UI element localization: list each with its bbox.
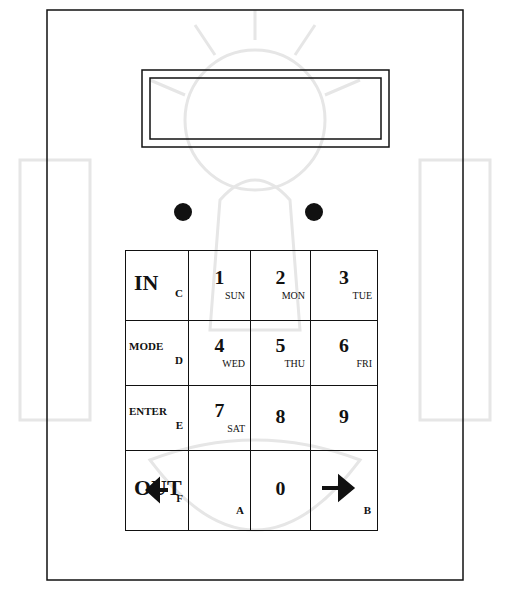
key-label: THU — [284, 359, 305, 369]
keypad-key: B — [310, 450, 378, 531]
keypad-key: 2MON — [250, 250, 311, 321]
key-label: C — [175, 288, 183, 299]
keypad-key: 5THU — [250, 320, 311, 386]
key-label: 2 — [251, 268, 310, 288]
key-label: FRI — [356, 359, 372, 369]
keypad-key: 0 — [250, 450, 311, 531]
keypad-key: IN C — [125, 250, 189, 321]
watermark — [20, 10, 490, 530]
keypad-key: MODE D — [125, 320, 189, 386]
key-label: 9 — [311, 407, 377, 427]
display-frame — [142, 70, 389, 147]
keypad-key: 8 — [250, 385, 311, 451]
key-label: SUN — [225, 291, 245, 301]
keypad-key: 9 — [310, 385, 378, 451]
key-label: SAT — [227, 424, 245, 434]
key-label: MON — [282, 291, 305, 301]
keypad-key: OUTF — [125, 450, 189, 531]
key-label: 8 — [251, 407, 310, 427]
key-label: ENTER — [129, 406, 167, 417]
key-label: IN — [134, 272, 158, 294]
keypad-key: 4WED — [188, 320, 251, 386]
key-label: D — [175, 355, 183, 366]
key-label: 3 — [311, 268, 377, 288]
led — [174, 203, 192, 221]
display-screen — [150, 78, 381, 139]
key-label: 0 — [251, 479, 310, 499]
keypad-key: 3TUE — [310, 250, 378, 321]
key-label: OUT — [134, 477, 182, 499]
key-label: E — [176, 420, 183, 431]
key-label: 7 — [189, 401, 250, 421]
key-label: TUE — [353, 291, 372, 301]
keypad-key: 7SAT — [188, 385, 251, 451]
key-label: 1 — [189, 268, 250, 288]
key-label: 5 — [251, 336, 310, 356]
key-label: MODE — [129, 341, 163, 352]
key-label: 4 — [189, 336, 250, 356]
key-label: 6 — [311, 336, 377, 356]
keypad-key: A — [188, 450, 251, 531]
keypad-key: ENTER E — [125, 385, 189, 451]
led — [305, 203, 323, 221]
key-label: WED — [222, 359, 245, 369]
key-label: F — [176, 493, 183, 504]
key-label: A — [236, 505, 244, 516]
keypad-key: 1SUN — [188, 250, 251, 321]
arrow-right-symbol — [322, 478, 352, 498]
key-label: B — [364, 505, 371, 516]
keypad-key: 6FRI — [310, 320, 378, 386]
housing — [47, 10, 463, 580]
